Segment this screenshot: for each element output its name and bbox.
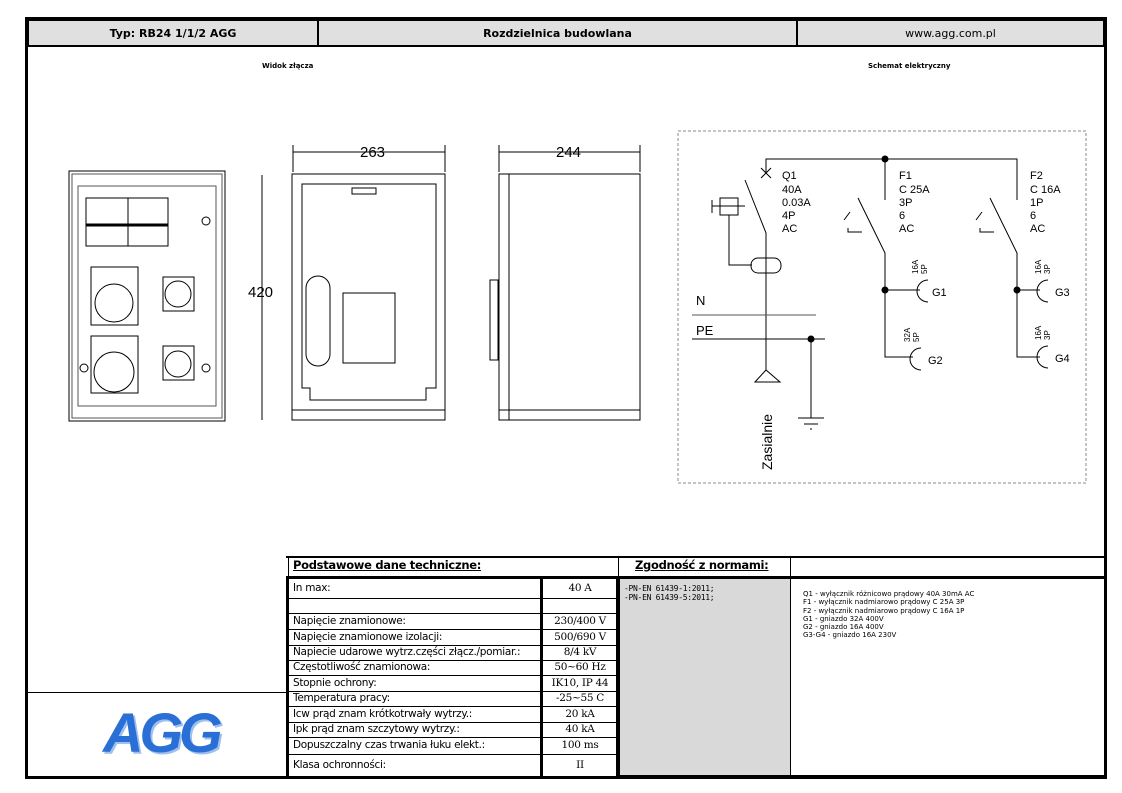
tech-row-label: Temperatura pracy: [288,691,542,707]
f2-rating: C 16A [1030,184,1061,196]
tech-row-value: IK10, IP 44 [541,675,619,692]
socket-g4-label: G4 [1055,353,1070,365]
divider [540,577,543,777]
f2-type: AC [1030,223,1045,235]
socket-g2-rating: 32A [903,327,912,342]
front-view [68,170,226,422]
norm-item: -PN-EN 61439-5:2011; [624,593,715,602]
f2-capacity: 6 [1030,210,1036,222]
tech-row-value: -25~55 C [541,691,619,707]
drawings: 263 244 420 Q1 40A 0.03A 4P AC F1 C 25A … [68,130,1087,484]
socket-g2-label: G2 [928,355,943,367]
legend-item: Q1 - wyłącznik różnicowo prądowy 40A 30m… [803,590,975,598]
tech-row-value [541,598,619,614]
legend-heading-cell [790,557,1105,577]
legend-item: G3-G4 - gniazdo 16A 230V [803,631,897,640]
f1-poles: 3P [899,197,912,209]
tech-row-label: Icw prąd znam krótkotrwały wytrzy.: [288,706,542,723]
agg-logo: AGG [103,701,223,764]
tech-row-label: Dopuszczalny czas trwania łuku elekt.: [288,737,542,755]
f1-label: F1 [899,170,912,182]
socket-g2-poles: 5P [912,332,921,342]
divider [286,576,1106,579]
component-legend: Q1 - wyłącznik różnicowo prądowy 40A 30m… [803,590,974,640]
schematic-heading: Schemat elektryczny [868,62,951,70]
q1-rating: 40A [782,184,802,196]
electrical-schematic [677,130,1087,484]
logo-box-border [27,692,289,693]
tech-row-value: 40 kA [541,722,619,738]
socket-g3-poles: 3P [1043,264,1052,274]
tech-row-label: Częstotliwość znamionowa: [288,660,542,676]
dimension-lines [261,145,641,420]
tech-row-label [288,598,542,614]
socket-g4-rating: 16A [1034,325,1043,340]
tech-row-label: Napięcie znamionowe izolacji: [288,629,542,646]
pe-label: PE [696,323,714,338]
q1-poles: 4P [782,210,795,222]
norms-heading: Zgodność z normami: [618,557,791,577]
sheet-frame [25,17,1107,779]
tech-row-value: 40 A [541,578,619,599]
website: www.agg.com.pl [796,19,1105,47]
tech-row-label: Napięcie znamionowe: [288,613,542,630]
f1-type: AC [899,223,914,235]
f2-label: F2 [1030,170,1043,182]
socket-g1-poles: 5P [920,264,929,274]
divider [286,576,289,778]
tech-row-label: In max: [288,578,542,599]
tech-row-label: Ipk prąd znam szczytowy wytrzy.: [288,722,542,738]
supply-label: Zasialnie [759,414,775,470]
socket-g4-poles: 3P [1043,330,1052,340]
tech-row-value: 20 kA [541,706,619,723]
q1-sensitivity: 0.03A [782,197,811,209]
view-heading: Widok złącza [262,62,314,70]
tech-row-value: 100 ms [541,737,619,755]
tech-row-label: Stopnie ochrony: [288,675,542,692]
socket-g1-rating: 16A [911,259,920,274]
q1-label: Q1 [782,170,797,182]
f2-poles: 1P [1030,197,1043,209]
legend-item: G1 - gniazdo 32A 400V [803,614,884,623]
norm-item: -PN-EN 61439-1:2011; [624,584,715,593]
height-dimension: 420 [248,284,273,301]
f1-rating: C 25A [899,184,930,196]
socket-g1-label: G1 [932,287,947,299]
legend-item: G2 - gniazdo 16A 400V [803,623,884,632]
tech-row-value: II [541,754,619,777]
q1-type: AC [782,223,797,235]
tech-row-label: Klasa ochronności: [288,754,542,777]
side-view [489,173,641,421]
sheet-title: Rozdzielnica budowlana [317,19,798,47]
norms-list: -PN-EN 61439-1:2011; -PN-EN 61439-5:2011… [619,578,791,776]
divider [616,577,619,777]
tech-row-value: 8/4 kV [541,645,619,661]
tech-row-value: 50~60 Hz [541,660,619,676]
legend-cell [790,578,1105,776]
socket-g3-rating: 16A [1034,259,1043,274]
legend-item: F1 - wyłącznik nadmiarowo prądowy C 25A … [803,598,965,607]
neutral-label: N [696,293,705,308]
width-dimension: 263 [360,144,385,161]
tech-row-value: 230/400 V [541,613,619,630]
door-view [291,173,446,421]
socket-g3-label: G3 [1055,287,1070,299]
type-label: Typ: RB24 1/1/2 AGG [27,19,319,47]
f1-capacity: 6 [899,210,905,222]
legend-item: F2 - wyłącznik nadmiarowo prądowy C 16A … [803,606,965,615]
tech-row-label: Napiecie udarowe wytrz.części złącz./pom… [288,645,542,661]
tech-row-value: 500/690 V [541,629,619,646]
tech-data-heading: Podstawowe dane techniczne: [288,557,619,577]
depth-dimension: 244 [556,144,581,161]
